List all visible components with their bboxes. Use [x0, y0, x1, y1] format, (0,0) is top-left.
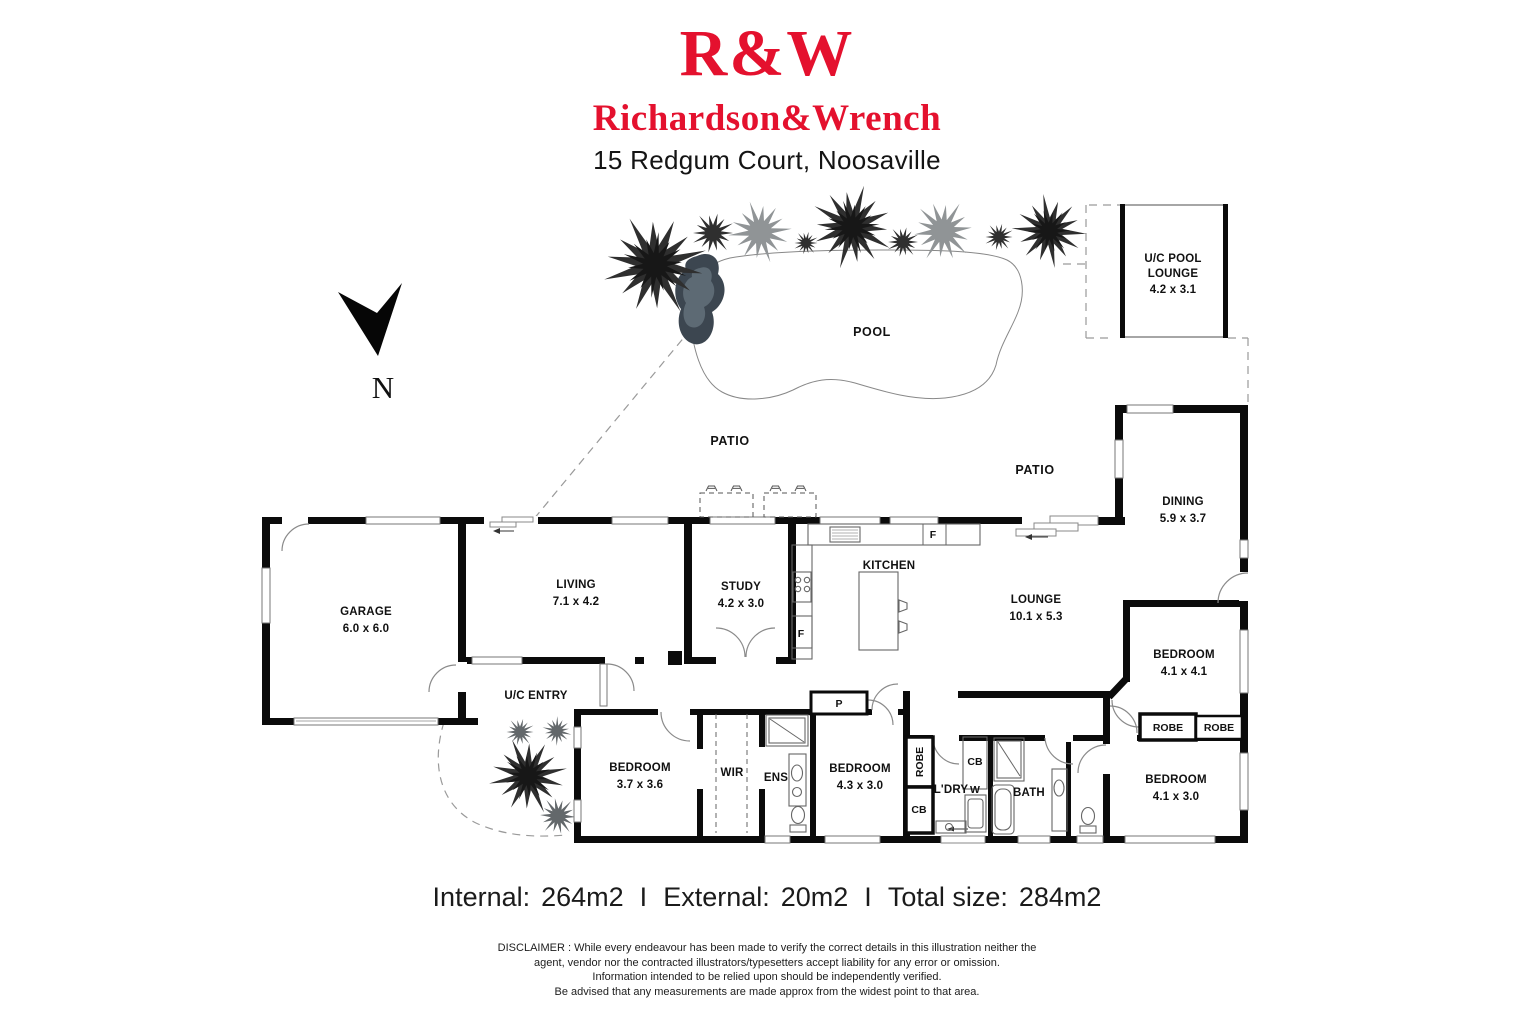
room-labels: POOL PATIO PATIO U/C POOL LOUNGE 4.2 x 3…: [340, 253, 1234, 816]
external-value: 20m2: [780, 882, 849, 912]
stove: [792, 571, 812, 603]
robe-label: ROBE: [1153, 722, 1183, 734]
separator: I: [864, 882, 872, 912]
fridge-label: F: [798, 628, 805, 640]
robe-label: ROBE: [914, 747, 926, 777]
laundry-tub: [935, 820, 967, 834]
toilet: [790, 805, 806, 825]
svg-text:4.1 x 3.0: 4.1 x 3.0: [1153, 791, 1200, 803]
total-value: 284m2: [1018, 882, 1102, 912]
toilet: [1080, 806, 1096, 826]
sink: [829, 526, 861, 543]
shower: [993, 737, 1025, 782]
ens-label: ENS: [764, 772, 788, 784]
vanity: [788, 753, 807, 807]
robe-box: [904, 735, 935, 789]
fridge-label: F: [930, 529, 937, 541]
disclaimer-line: Be advised that any measurements are mad…: [554, 985, 980, 998]
robe-box: [1194, 714, 1244, 741]
agency-logo: R&W: [679, 17, 855, 90]
pool-outline: [689, 249, 1023, 400]
bedroom3-label: BEDROOM: [609, 762, 670, 774]
study-label: STUDY: [721, 581, 761, 593]
internal-value: 264m2: [541, 882, 624, 912]
svg-text:4.2 x 3.0: 4.2 x 3.0: [718, 598, 765, 610]
washing-machine: [964, 794, 987, 833]
bedroom1-label: BEDROOM: [1153, 649, 1214, 661]
wir-rails: [715, 714, 748, 833]
internal-label: Internal:: [432, 882, 531, 912]
svg-text:10.1 x 5.3: 10.1 x 5.3: [1009, 611, 1062, 623]
boundary-lines: [437, 204, 1249, 837]
storage-boxes: [809, 690, 1244, 835]
svg-text:5.9 x 3.7: 5.9 x 3.7: [1160, 513, 1207, 525]
svg-text:LOUNGE: LOUNGE: [1148, 268, 1199, 280]
pool-label: POOL: [853, 325, 891, 339]
disclaimer-line: Information intended to be relied upon s…: [592, 971, 942, 984]
sliding-doors: [489, 515, 1099, 844]
bathtub: [991, 784, 1015, 835]
cupboard-box: [904, 785, 935, 835]
robe-label: ROBE: [1204, 722, 1234, 734]
dining-label: DINING: [1162, 496, 1203, 508]
kitchen-label: KITCHEN: [863, 560, 916, 572]
stool-icon: [898, 620, 908, 634]
laundry-label: L'DRY: [934, 784, 969, 796]
property-address: 15 Redgum Court, Noosaville: [593, 145, 941, 175]
area-summary: Internal: 264m2 I External: 20m2 I Total size:…: [0, 882, 1534, 913]
garage-label: GARAGE: [340, 606, 392, 618]
bath-label: BATH: [1013, 787, 1045, 799]
cupboard-box: [962, 736, 988, 790]
cupboard-label: CB: [967, 756, 983, 768]
wir-label: WIR: [721, 767, 744, 779]
windows: [261, 404, 1249, 844]
fridge-space: [791, 615, 813, 649]
agency-name: Richardson&Wrench: [592, 98, 942, 139]
pool-lounge-structure: [1120, 204, 1228, 338]
stool-icon: [898, 599, 908, 613]
entry-label: U/C ENTRY: [504, 690, 567, 702]
external-label: External:: [663, 882, 770, 912]
cupboard-label: CB: [911, 804, 927, 816]
pantry-box: [809, 690, 869, 716]
house-walls: [262, 405, 1248, 843]
north-arrow: N: [338, 283, 402, 405]
patio-label: PATIO: [1015, 463, 1054, 477]
door-openings: [282, 516, 1249, 789]
svg-text:4.1 x 4.1: 4.1 x 4.1: [1161, 666, 1208, 678]
island-bench: [858, 571, 899, 651]
living-label: LIVING: [556, 579, 596, 591]
total-label: Total size:: [887, 882, 1008, 912]
washer-label: W: [970, 784, 980, 796]
bedroom4-label: BEDROOM: [829, 763, 890, 775]
lounge-label: LOUNGE: [1011, 594, 1062, 606]
door-swings: [281, 523, 1249, 774]
servery-benches: [699, 485, 817, 518]
svg-text:7.1 x 4.2: 7.1 x 4.2: [553, 596, 600, 608]
pool-area: [675, 249, 1023, 400]
patio-label: PATIO: [710, 434, 749, 448]
svg-text:4.2 x 3.1: 4.2 x 3.1: [1150, 284, 1197, 296]
bedroom2-label: BEDROOM: [1145, 774, 1206, 786]
svg-text:4.3 x 3.0: 4.3 x 3.0: [837, 780, 884, 792]
wet-area-fixtures: [765, 714, 1097, 835]
shower: [765, 714, 809, 747]
vanity: [1051, 768, 1068, 832]
disclaimer-line: DISCLAIMER : While every endeavour has b…: [497, 942, 1037, 954]
kitchen-fixtures: [791, 523, 981, 660]
rock-highlight: [683, 267, 715, 328]
pantry-label: P: [835, 698, 842, 710]
separator: I: [639, 882, 648, 912]
pool-lounge-label: U/C POOL: [1144, 253, 1201, 265]
disclaimer-line: agent, vendor nor the contracted illustr…: [534, 956, 1000, 969]
disclaimer: DISCLAIMER : While every endeavour has b…: [0, 941, 1534, 999]
north-label: N: [372, 370, 394, 405]
svg-text:3.7 x 3.6: 3.7 x 3.6: [617, 779, 664, 791]
svg-text:6.0 x 6.0: 6.0 x 6.0: [343, 623, 390, 635]
